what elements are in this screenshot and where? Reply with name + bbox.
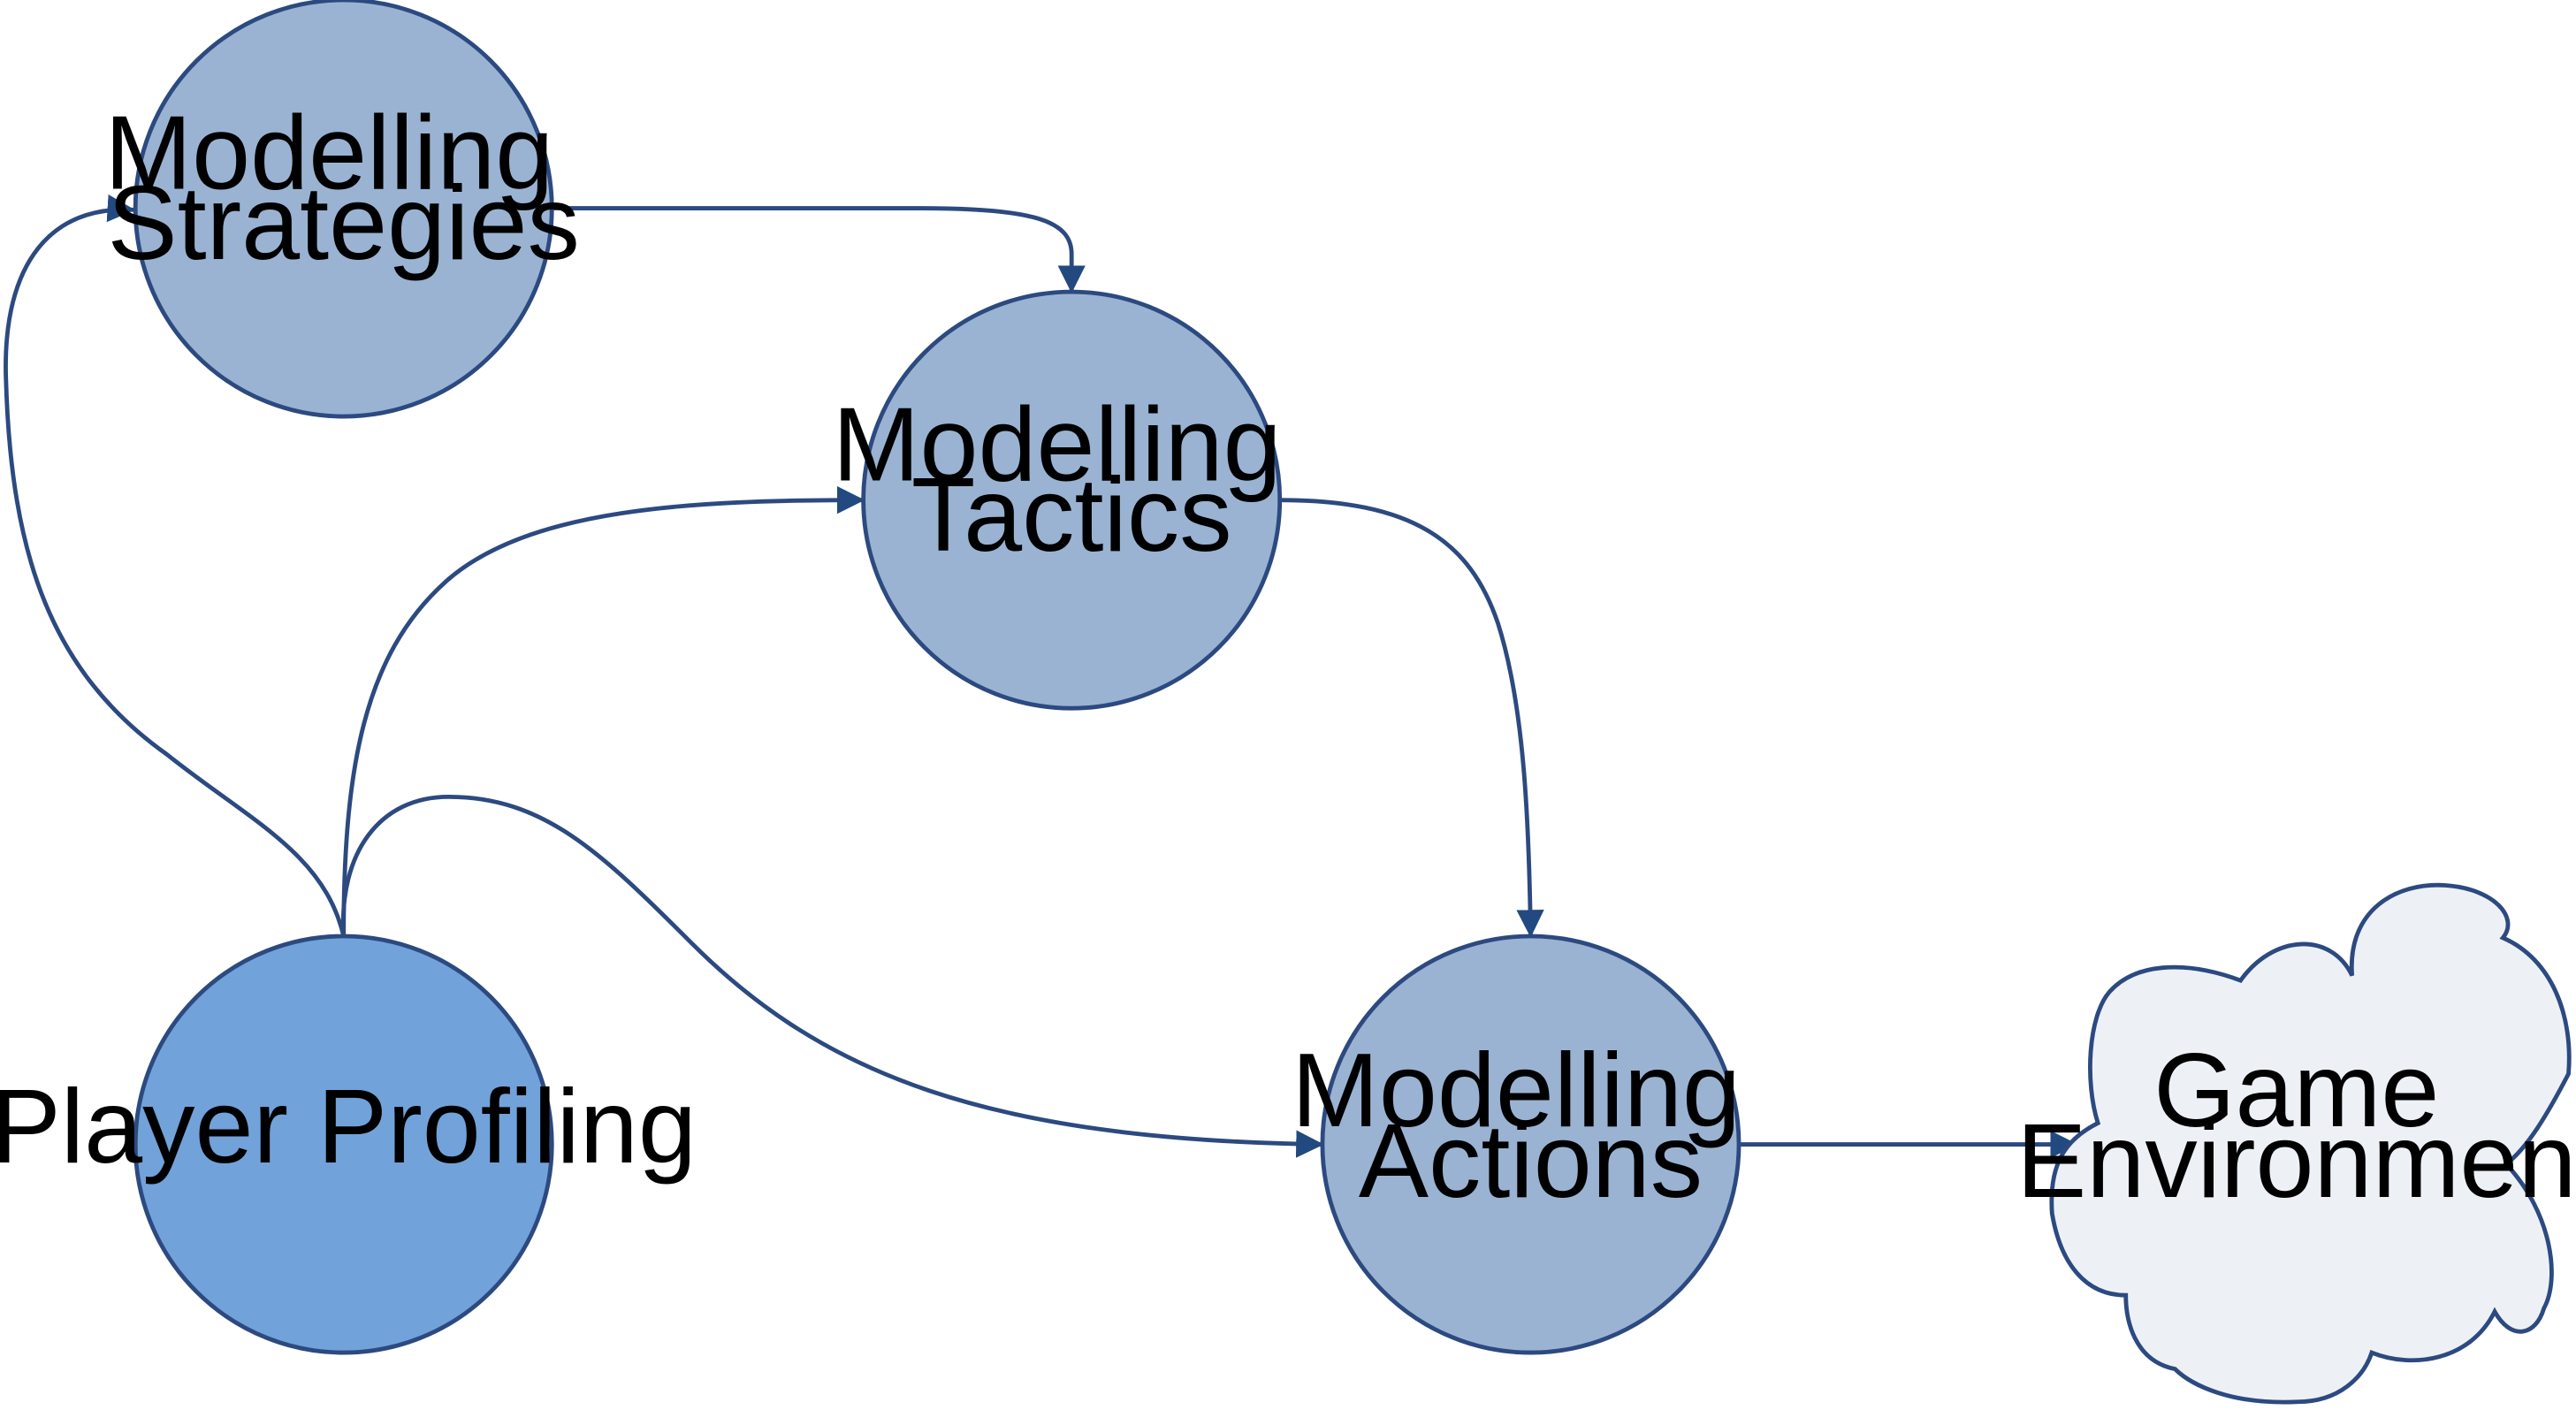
strategies-label: Modelling Strategies bbox=[104, 95, 583, 282]
tactics-label: Modelling Tactics bbox=[833, 386, 1311, 574]
tactics-label-line1: Modelling bbox=[833, 386, 1282, 503]
strategies-label-line1: Modelling bbox=[104, 95, 553, 211]
actions-label: Modelling Actions bbox=[1292, 1033, 1770, 1220]
edge-profiling-to-actions bbox=[340, 794, 1324, 1158]
node-modelling-strategies: Modelling Strategies bbox=[104, 0, 583, 419]
node-modelling-actions: Modelling Actions bbox=[1292, 934, 1770, 1355]
strategies-circle bbox=[133, 0, 554, 419]
game-environment-label-line2: Environment bbox=[2016, 1103, 2576, 1220]
edges bbox=[4, 194, 2078, 1159]
tactics-circle bbox=[861, 289, 1283, 711]
edge-tactics-to-actions bbox=[1279, 498, 1544, 938]
profiling-label: Player Profiling bbox=[0, 1069, 697, 1185]
node-player-profiling: Player Profiling bbox=[0, 934, 697, 1355]
tactics-label-line2: Tactics bbox=[911, 457, 1232, 574]
profiling-circle bbox=[133, 934, 554, 1355]
actions-label-line1: Modelling bbox=[1292, 1033, 1741, 1149]
game-environment-label-line1: Game bbox=[2153, 1033, 2439, 1149]
node-modelling-tactics: Modelling Tactics bbox=[833, 289, 1311, 711]
edge-strategies-to-tactics bbox=[552, 206, 1086, 293]
actions-label-line2: Actions bbox=[1359, 1103, 1703, 1220]
node-game-environment: Game Environment bbox=[2016, 882, 2576, 1405]
actions-circle bbox=[1320, 934, 1741, 1355]
game-environment-label: Game Environment bbox=[2016, 1033, 2576, 1220]
cloud-icon bbox=[2049, 882, 2572, 1405]
edge-profiling-to-tactics bbox=[341, 485, 865, 937]
strategies-label-line2: Strategies bbox=[108, 165, 580, 282]
edge-profiling-to-strategies bbox=[4, 194, 347, 937]
